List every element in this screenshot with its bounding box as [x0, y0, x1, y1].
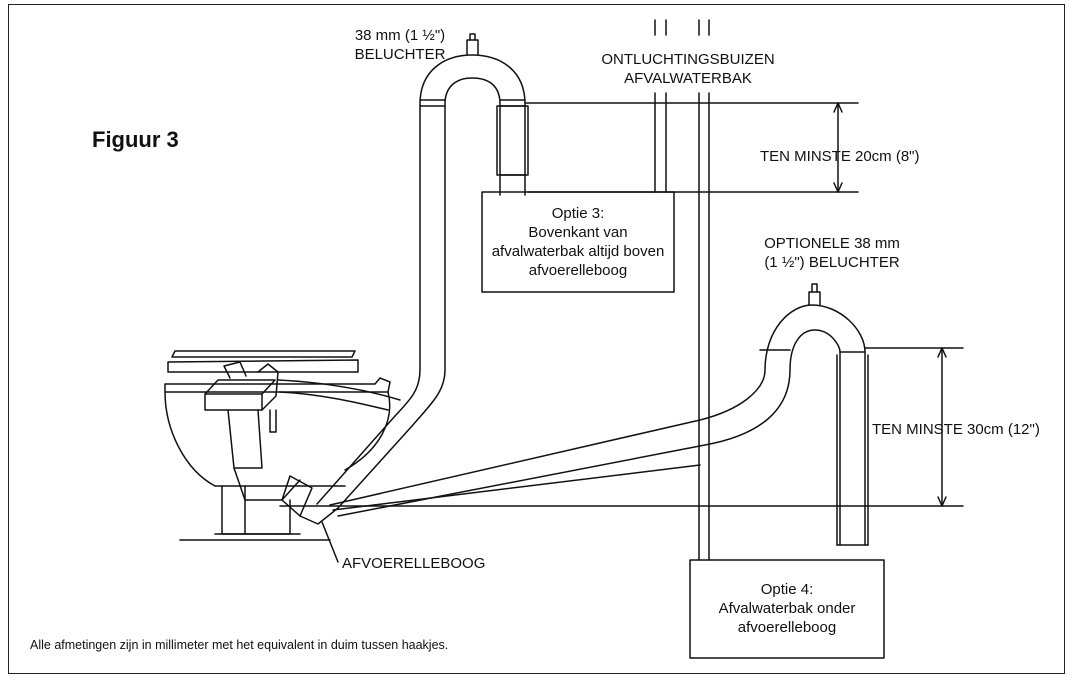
vent-pipes-label-line1: ONTLUCHTINGSBUIZEN: [601, 51, 775, 68]
discharge-elbow-label: AFVOERELLEBOOG: [342, 555, 486, 572]
footnote: Alle afmetingen zijn in millimeter met h…: [30, 638, 449, 652]
dimension-30cm-label: TEN MINSTE 30cm (12"): [872, 421, 1040, 438]
toilet-illustration: [164, 350, 401, 541]
vented-loop-bottom: [329, 283, 869, 546]
option3-tank: [481, 191, 675, 293]
vent-pipes-label-line2: AFVALWATERBAK: [624, 70, 752, 87]
option4-text: Optie 4: Afvalwaterbak onder afvoerelleb…: [690, 580, 884, 637]
option4-line1: Optie 4:: [760, 581, 814, 598]
option3-line2: Bovenkant van: [528, 224, 628, 241]
vent-pipes-label: ONTLUCHTINGSBUIZEN AFVALWATERBAK: [588, 50, 788, 88]
figure-frame: [8, 4, 1065, 674]
option4-line2: Afvalwaterbak onder: [718, 600, 856, 617]
vent-pipes-top: [654, 19, 710, 561]
elbow-leader: [321, 521, 339, 563]
option3-line3: afvalwaterbak altijd boven: [491, 243, 665, 260]
optional-vent-line2: (1 ½") BELUCHTER: [764, 254, 900, 271]
option4-line3: afvoerelleboog: [737, 619, 837, 636]
option3-line4: afvoerelleboog: [528, 262, 628, 279]
option4-tank: [689, 559, 885, 659]
vent-top-label-line1: 38 mm (1 ½"): [354, 27, 446, 44]
option3-line1: Optie 3:: [551, 205, 605, 222]
option3-text: Optie 3: Bovenkant van afvalwaterbak alt…: [482, 204, 674, 280]
vent-top-label: 38 mm (1 ½") BELUCHTER: [340, 26, 460, 64]
dimension-20cm-label: TEN MINSTE 20cm (8"): [760, 148, 920, 165]
optional-vent-line1: OPTIONELE 38 mm: [764, 235, 900, 252]
optional-vent-label: OPTIONELE 38 mm (1 ½") BELUCHTER: [752, 234, 912, 272]
figure-title: Figuur 3: [92, 127, 179, 152]
vent-top-label-line2: BELUCHTER: [354, 46, 446, 63]
vented-loop-top: [316, 33, 529, 509]
dimension-30cm: [279, 347, 964, 507]
